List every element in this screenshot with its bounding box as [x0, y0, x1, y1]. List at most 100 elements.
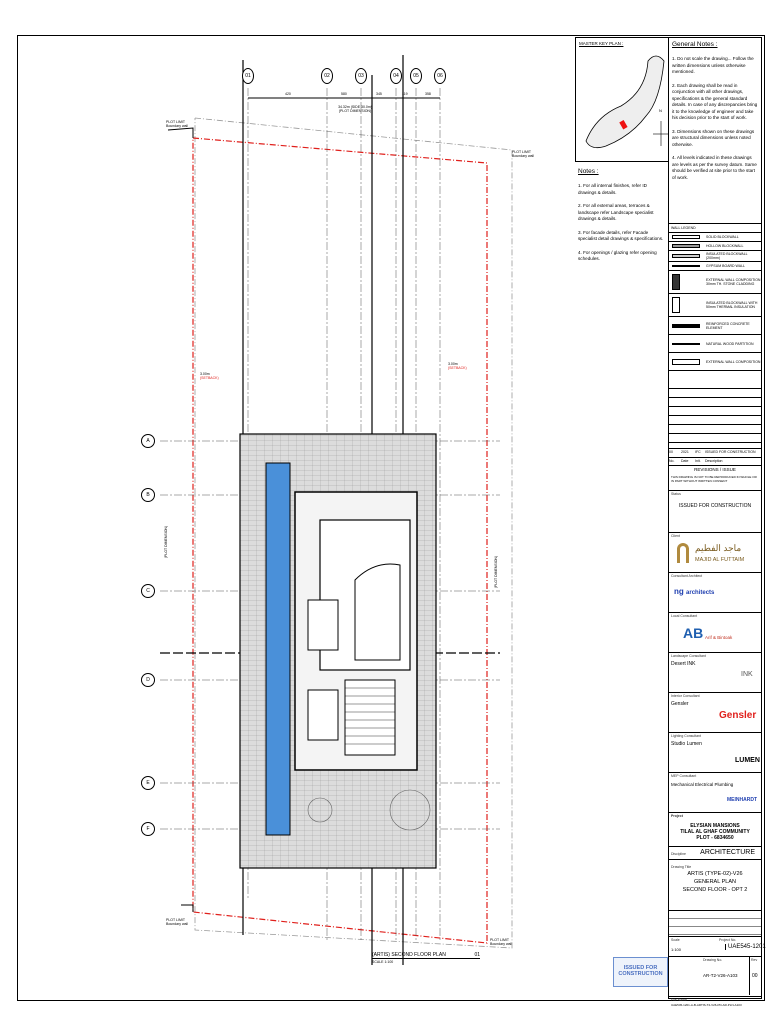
plot-limit-line: [194, 117, 513, 949]
grid-bubble-03: 03: [355, 68, 367, 84]
landscape-label: Landscape Consultant: [671, 654, 706, 658]
landscape-box: Landscape Consultant Desert INK INK: [669, 652, 761, 692]
legend-item: REINFORCED CONCRETE ELEMENT: [669, 317, 761, 335]
legend-item: NATURAL WOOD PARTITION: [669, 335, 761, 353]
drawing-title-line: SECOND FLOOR - OPT 2: [682, 887, 748, 893]
general-notes: General Notes : 1. Do not scale the draw…: [669, 38, 761, 191]
plan-title-text: (ARTIS) SECOND FLOOR PLAN: [372, 952, 446, 958]
drawing-title-line: ARTIS (TYPE-02)-V26: [687, 871, 743, 877]
plot-dimension-label: (PLOT DIMENSION): [338, 109, 372, 113]
dim-label: 358: [425, 92, 431, 96]
plot-highlight: [619, 120, 628, 130]
legend-item: HOLLOW BLOCKWALL: [669, 242, 761, 251]
drawing-title-line: GENERAL PLAN: [694, 879, 736, 885]
grid-bubble-06: 06: [434, 68, 446, 84]
rev-label: Rev: [751, 958, 758, 962]
room: [307, 689, 339, 741]
discipline-label: Discipline: [671, 852, 686, 856]
file-name-row: File Name UAE545-1201-A-B-ARTIS-T2-V26-P…: [669, 996, 761, 1010]
client-name: MAJID AL FUTTAIM: [695, 557, 745, 563]
plan-number: 01: [474, 952, 480, 958]
grid-bubble-04: 04: [390, 68, 402, 84]
staircase: [344, 679, 396, 756]
general-note-item: 1. Do not scale the drawing... Follow th…: [672, 56, 754, 74]
title-block: General Notes : 1. Do not scale the draw…: [668, 37, 766, 1007]
interior-label: Interior Consultant: [671, 694, 700, 698]
keyplan-title: MASTER KEY PLAN :: [579, 41, 624, 46]
scale-label: Scale: [671, 938, 680, 942]
grid-bubble-f: F: [141, 822, 155, 836]
project-number: UAE545-1201: [725, 944, 766, 950]
grid-bubble-e: E: [141, 776, 155, 790]
grid-bubble-b: B: [141, 488, 155, 502]
revision-table-empty: [669, 388, 761, 448]
legend-swatch: [672, 323, 700, 328]
project-label: Project: [671, 814, 683, 818]
signature-table: [669, 910, 761, 936]
discipline-box: Discipline ARCHITECTURE: [669, 846, 761, 860]
client-arabic: ماجد الفطيم: [695, 543, 742, 553]
local-consultant-label: Local Consultant: [671, 614, 698, 618]
notes-title: Notes :: [578, 168, 599, 175]
general-notes-title: General Notes :: [672, 41, 718, 48]
swimming-pool: [265, 462, 291, 836]
dim-label: 119: [402, 92, 408, 96]
legend-swatch: [672, 244, 700, 248]
plot-dimension-value: 34.32m (SIDE 30.0m): [338, 105, 372, 109]
copyright-note: THIS DRAWING IS NOT TO BE REPRODUCED IN …: [671, 475, 757, 483]
grid-bubble-c: C: [141, 584, 155, 598]
status-box: Status ISSUED FOR CONSTRUCTION: [669, 490, 761, 532]
meinhardt-logo: MEINHARDT: [727, 797, 757, 803]
landscape-feature: [389, 789, 431, 831]
keyplan-map: [585, 55, 668, 149]
file-name: UAE545-1201-A-B-ARTIS-T2-V26-PD-AR-PLN-A…: [671, 1003, 742, 1007]
revision-number: 00: [752, 973, 758, 979]
boundary-wall: [167, 127, 194, 138]
consultant-box: Consultant Architect ng architects: [669, 572, 761, 612]
project-no-row: Scale 1:100 Project No. UAE545-1201: [669, 936, 766, 956]
legend-item: EXTERNAL WALL COMPOSITION: [669, 353, 761, 371]
legend-swatch: [672, 358, 700, 365]
client-label: Client: [671, 534, 680, 538]
dim-label: 580: [341, 92, 347, 96]
curved-wall: [354, 563, 401, 661]
plot-dimension-top: 34.32m (SIDE 30.0m) (PLOT DIMENSION): [330, 105, 380, 113]
legend-swatch: [672, 265, 700, 267]
side-dim-left: (PLOT DIMENSION): [164, 525, 169, 559]
project-community: TILAL AL GHAF COMMUNITY: [680, 829, 750, 835]
discipline-text: ARCHITECTURE: [700, 849, 755, 856]
consultant-label: Consultant Architect: [671, 574, 703, 578]
legend-item: EXTERNAL WALL COMPOSITION 30mm TH. STONE…: [669, 271, 761, 294]
lighting-label: Lighting Consultant: [671, 734, 701, 738]
general-note-item: 4. All levels indicated in these drawing…: [672, 155, 757, 180]
scale-value: 1:100: [671, 947, 682, 952]
project-name: ELYSIAN MANSIONS: [690, 823, 740, 829]
mep-box: MEP Consultant Mechanical Electrical Plu…: [669, 772, 761, 812]
room: [307, 599, 339, 651]
revisions-label: REVISIONS / ISSUE: [694, 467, 736, 472]
master-key-plan: MASTER KEY PLAN : N: [575, 37, 669, 162]
note-item: 2. For all external areas, terraces & la…: [578, 203, 654, 221]
status-text: ISSUED FOR CONSTRUCTION: [678, 503, 752, 509]
legend-item: SOLID BLOCKWALL: [669, 233, 761, 242]
local-consultant-box: Local Consultant AB Arif & Bintoak: [669, 612, 761, 652]
drawing-title-label: Drawing Title: [671, 865, 692, 869]
local-consultant-name: Arif & Bintoak: [705, 635, 733, 640]
wall-legend: WALL LEGEND SOLID BLOCKWALL HOLLOW BLOCK…: [669, 223, 761, 371]
project-plot: PLOT - 6834650: [696, 835, 734, 841]
lighting-name: Studio Lumen: [671, 741, 702, 747]
gensler-logo: Gensler: [719, 710, 757, 721]
general-note-item: 3. Dimensions shown on these drawings ar…: [672, 128, 755, 147]
grid-bubble-05: 05: [410, 68, 422, 84]
landscape-feature: [307, 797, 333, 823]
sheet-row: Drawing No. AR-T2-V26-A103 Rev 00: [669, 956, 761, 996]
legend-swatch: [672, 342, 700, 345]
client-logo-icon: [677, 543, 689, 563]
boundary-wall: [181, 904, 194, 912]
stair-treads: [345, 687, 395, 745]
note-item: 3. For facade details, refer Facade spec…: [578, 229, 664, 242]
plan-scale: SCALE 1:100: [372, 960, 394, 964]
